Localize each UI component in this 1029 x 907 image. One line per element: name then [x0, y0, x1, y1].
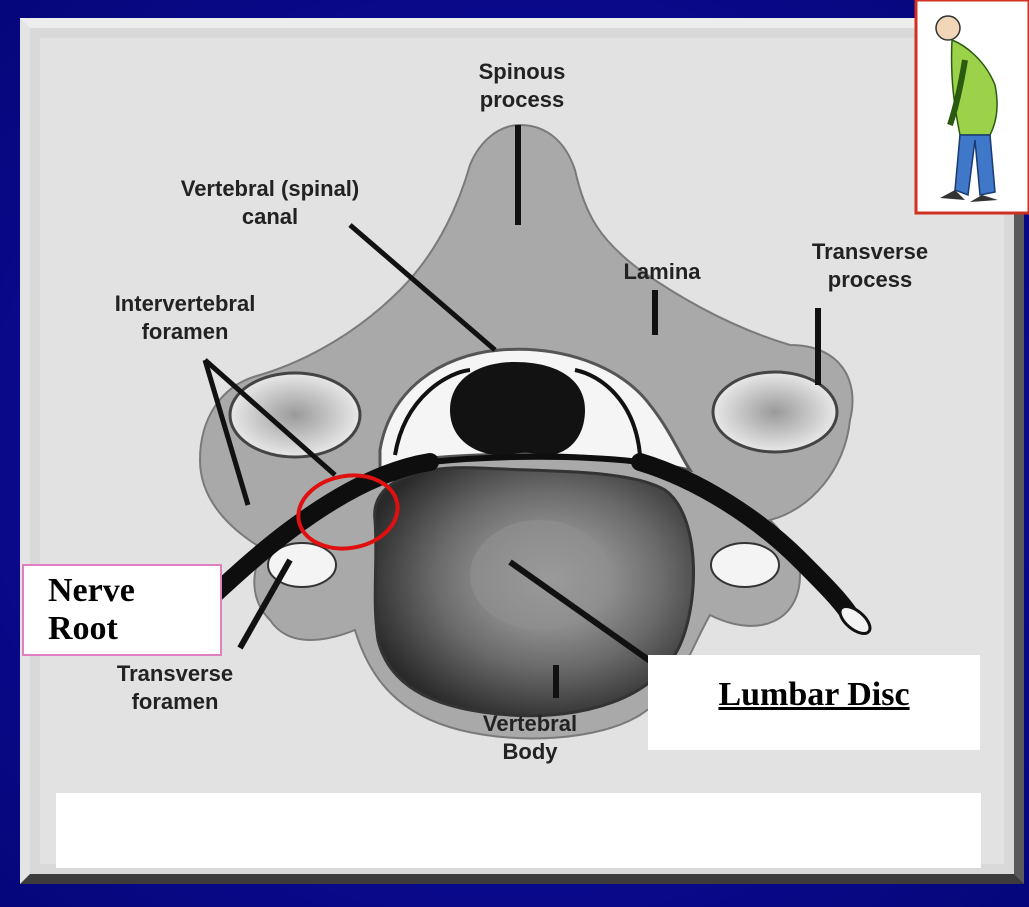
right-transverse-foramen — [711, 543, 779, 587]
label-vertebral-canal: Vertebral (spinal) canal — [150, 175, 390, 231]
label-transverse-foramen: Transverse foramen — [90, 660, 260, 716]
label-lamina: Lamina — [602, 258, 722, 286]
left-transverse-socket — [230, 373, 360, 457]
label-spinous-process: Spinous process — [452, 58, 592, 114]
label-vertebral-body: Vertebral Body — [460, 710, 600, 766]
nerve-root-callout: Nerve Root — [48, 572, 135, 648]
caption-area — [56, 793, 981, 868]
bending-person-figure — [916, 0, 1029, 213]
spinal-cord — [450, 362, 585, 455]
label-transverse-process: Transverse process — [775, 238, 965, 294]
label-intervertebral-foramen: Intervertebral foramen — [70, 290, 300, 346]
lumbar-disc-callout: Lumbar Disc — [656, 676, 972, 714]
